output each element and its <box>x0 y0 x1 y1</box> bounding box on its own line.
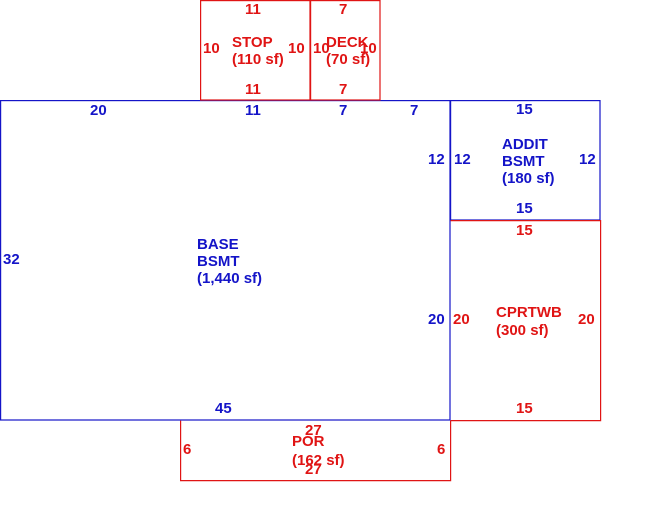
deck-area-label: (70 sf) <box>326 51 370 68</box>
por-area-label: (162 sf) <box>292 452 345 469</box>
addit-left-dim: 12 <box>454 151 471 168</box>
stoop-area-label: (110 sf) <box>232 51 284 68</box>
addit-top-dim: 15 <box>516 101 533 118</box>
addit-area-label: (180 sf) <box>502 170 555 187</box>
base-right-lower-dim: 20 <box>428 311 445 328</box>
deck-right-dim: 10 <box>360 40 377 57</box>
base-left-dim: 32 <box>3 251 20 268</box>
stoop-bottom-dim: 11 <box>245 81 261 98</box>
por-right-dim: 6 <box>437 441 445 458</box>
cprtwb-top-dim: 15 <box>516 222 533 239</box>
base-name-line-2: BSMT <box>197 253 240 270</box>
base-top-dim-c: 7 <box>339 102 347 119</box>
addit-bottom-dim: 15 <box>516 200 533 217</box>
addit-name-line-1: ADDIT <box>502 136 548 153</box>
por-left-dim: 6 <box>183 441 191 458</box>
deck-top-dim: 7 <box>339 1 347 18</box>
por-name: POR <box>292 433 325 450</box>
base-top-dim-a: 20 <box>90 102 107 119</box>
deck-left-dim: 10 <box>313 40 330 57</box>
stoop-outline[interactable] <box>200 0 311 101</box>
addit-right-dim: 12 <box>579 151 596 168</box>
cprtwb-left-dim: 20 <box>453 311 470 328</box>
addit-name-line-2: BSMT <box>502 153 545 170</box>
base-right-dim: 12 <box>428 151 445 168</box>
deck-name: DECK <box>326 34 369 51</box>
stoop-top-dim: 11 <box>245 1 261 18</box>
porch-outline[interactable] <box>180 420 452 482</box>
por-top-dim: 27 <box>305 422 322 439</box>
deck-outline[interactable] <box>310 0 381 101</box>
cprtwb-bottom-dim: 15 <box>516 400 533 417</box>
stoop-left-dim: 10 <box>203 40 220 57</box>
por-bottom-dim: 27 <box>305 461 322 478</box>
stoop-name: STOP <box>232 34 273 51</box>
stoop-right-dim: 10 <box>288 40 305 57</box>
cprtwb-name: CPRTWB <box>496 304 562 321</box>
base-top-dim-b: 11 <box>245 102 261 119</box>
cprtwb-outline[interactable] <box>450 220 602 422</box>
base-area-label: (1,440 sf) <box>197 270 262 287</box>
cprtwb-right-dim: 20 <box>578 311 595 328</box>
cprtwb-area-label: (300 sf) <box>496 322 549 339</box>
base-name-line-1: BASE <box>197 236 239 253</box>
base-top-dim-d: 7 <box>410 102 418 119</box>
base-bottom-dim: 45 <box>215 400 232 417</box>
deck-bottom-dim: 7 <box>339 81 347 98</box>
